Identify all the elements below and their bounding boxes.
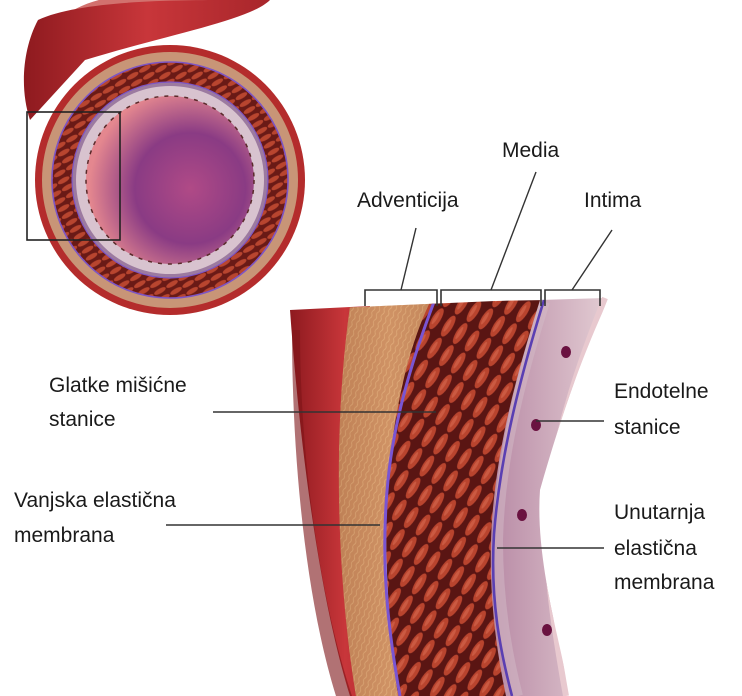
label-unutarnja-line2: elastična bbox=[614, 537, 697, 560]
wall-section-enlarged bbox=[290, 298, 605, 696]
endothelial-nucleus bbox=[517, 509, 527, 521]
media-leader bbox=[491, 172, 536, 290]
label-endotelne-line2: stanice bbox=[614, 416, 681, 439]
endothelial-nucleus bbox=[542, 624, 552, 636]
intima-leader bbox=[572, 230, 612, 290]
vessel-cross-section bbox=[24, 0, 305, 315]
label-adventicija: Adventicija bbox=[357, 189, 459, 212]
label-glatke-line2: stanice bbox=[49, 408, 116, 431]
label-glatke-line1: Glatke mišićne bbox=[49, 374, 187, 397]
label-intima: Intima bbox=[584, 189, 642, 212]
adventicija-bracket bbox=[365, 290, 437, 306]
label-unutarnja-line1: Unutarnja bbox=[614, 501, 705, 524]
adventicija-leader bbox=[401, 228, 416, 290]
label-vanjska-line1: Vanjska elastična bbox=[14, 489, 176, 512]
label-unutarnja-line3: membrana bbox=[614, 571, 715, 594]
label-endotelne-line1: Endotelne bbox=[614, 380, 709, 403]
endothelial-nucleus bbox=[561, 346, 571, 358]
label-media: Media bbox=[502, 139, 560, 162]
label-vanjska-line2: membrana bbox=[14, 524, 115, 547]
